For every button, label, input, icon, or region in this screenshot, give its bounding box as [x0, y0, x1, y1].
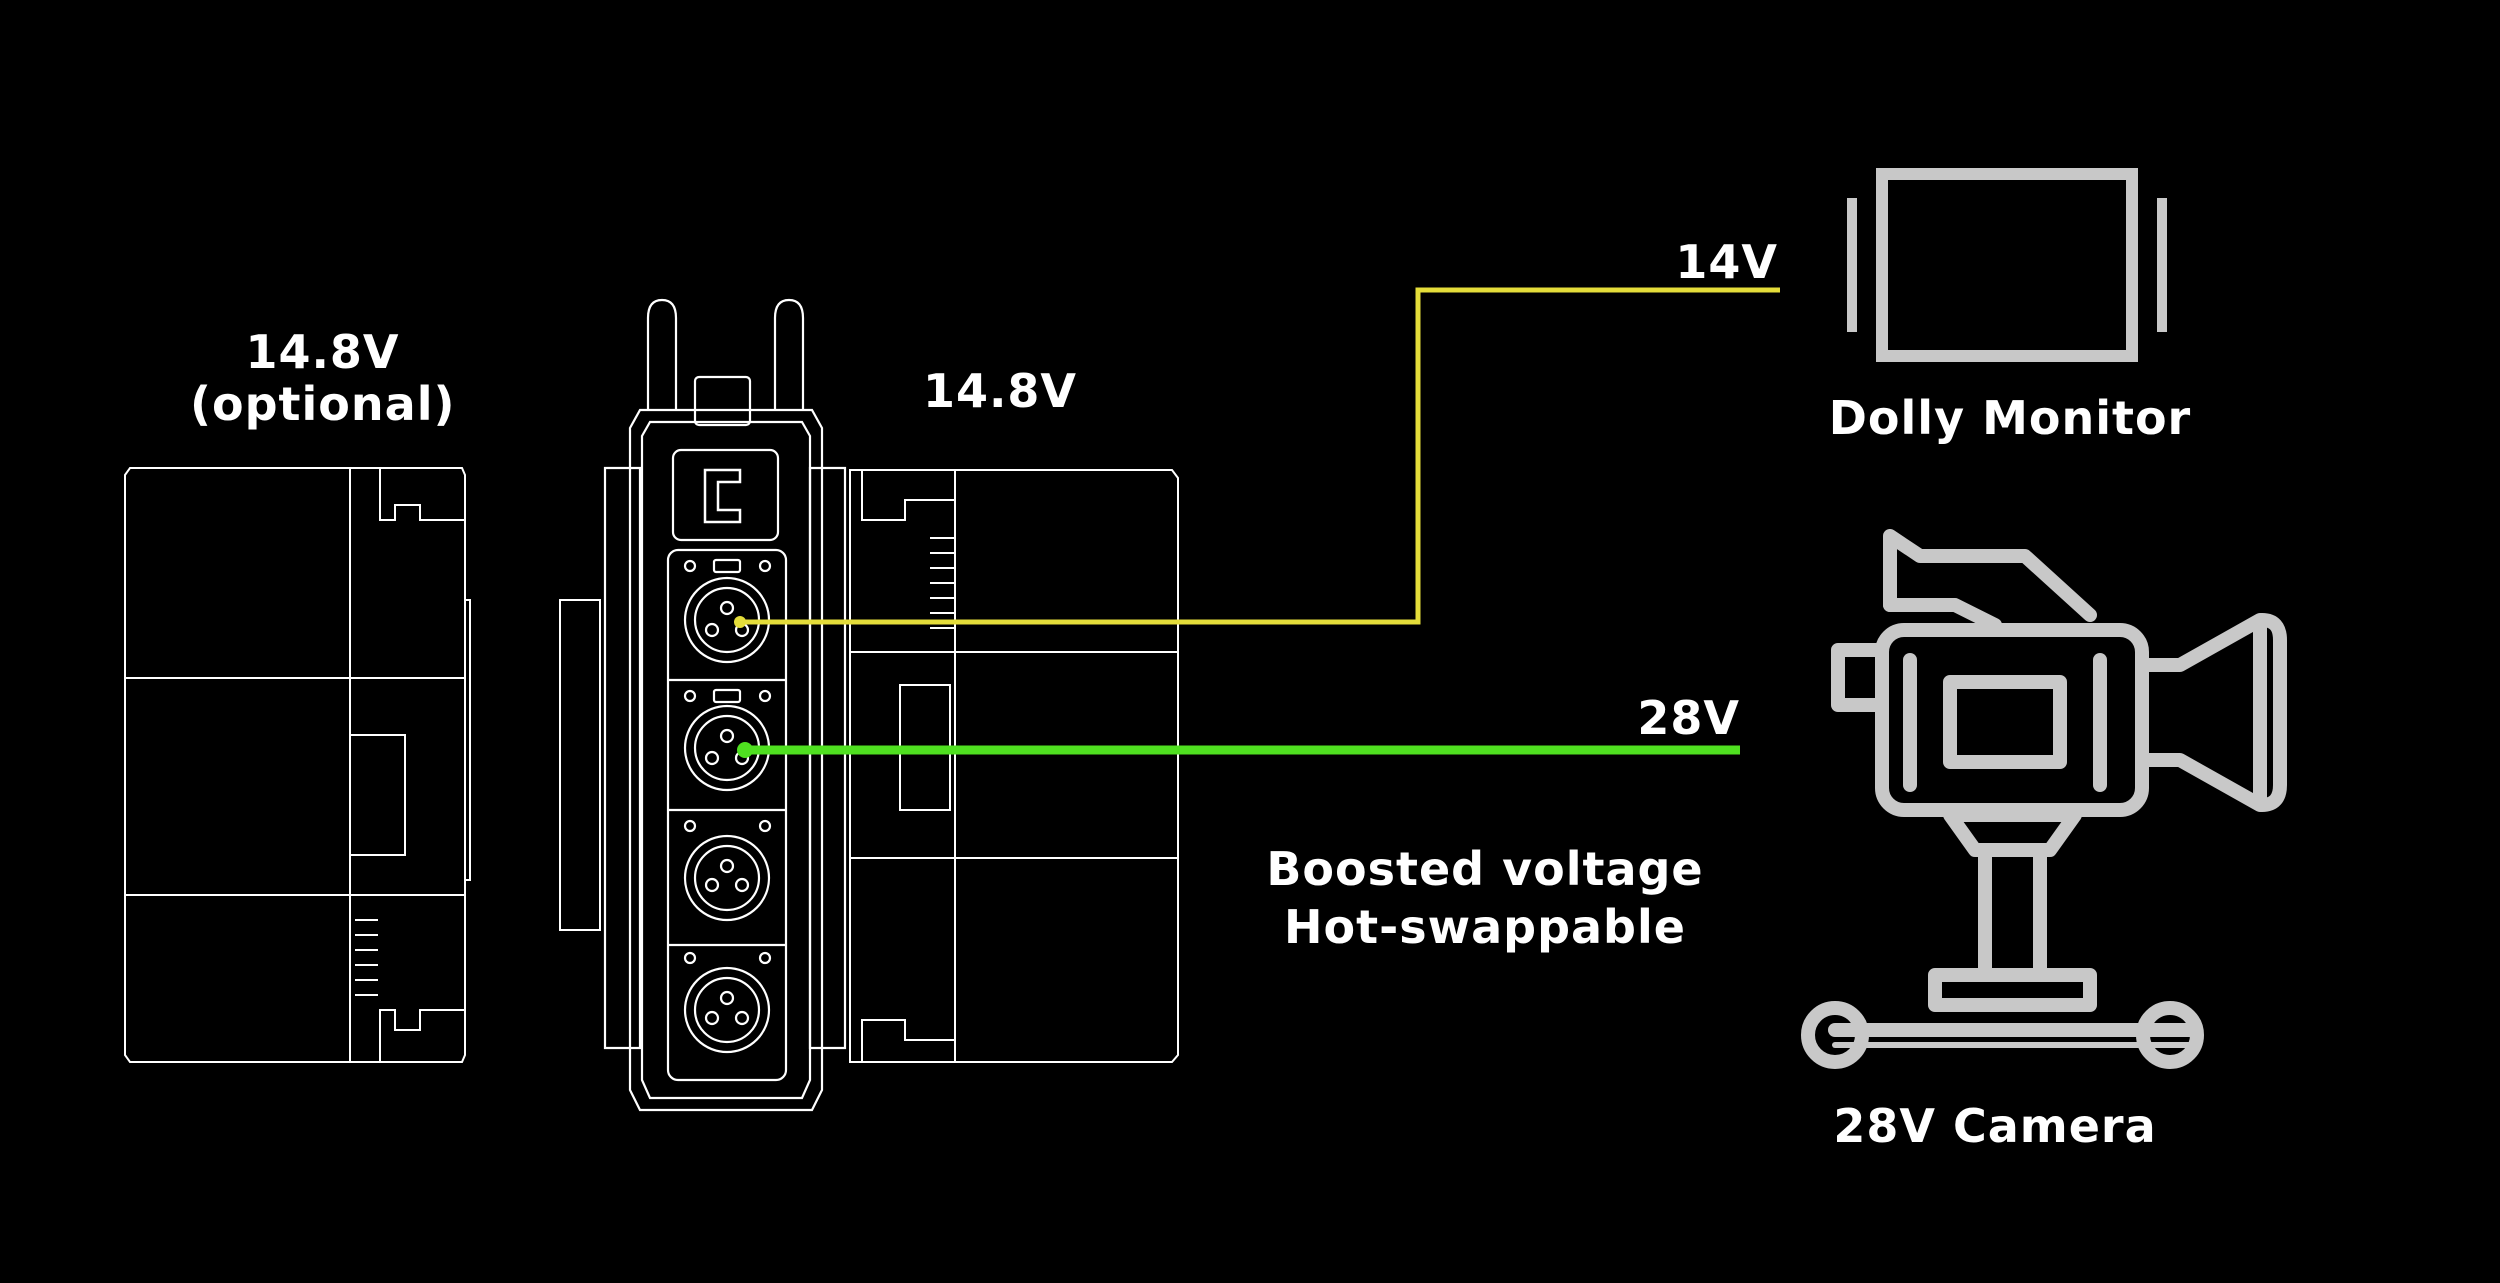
left-battery: [124, 467, 471, 1063]
boosted-voltage-text: Boosted voltage: [1266, 842, 1704, 896]
monitor-line-voltage: 14V: [1675, 235, 1778, 289]
camera-line-voltage: 28V: [1637, 691, 1740, 745]
left-battery-note: (optional): [190, 377, 456, 431]
camera-caption: 28V Camera: [1833, 1099, 2157, 1153]
dolly-camera-icon: [1801, 529, 2287, 1069]
hot-swappable-text: Hot-swappable: [1284, 900, 1686, 954]
right-battery: [559, 469, 1179, 1063]
power-distribution-box: [603, 298, 847, 1112]
monitor-caption: Dolly Monitor: [1828, 391, 2192, 445]
monitor-icon: [1847, 168, 2167, 362]
right-battery-voltage: 14.8V: [922, 364, 1078, 418]
left-battery-voltage: 14.8V: [245, 325, 400, 379]
monitor-cable: [734, 287, 1780, 628]
camera-cable: [737, 742, 1740, 758]
